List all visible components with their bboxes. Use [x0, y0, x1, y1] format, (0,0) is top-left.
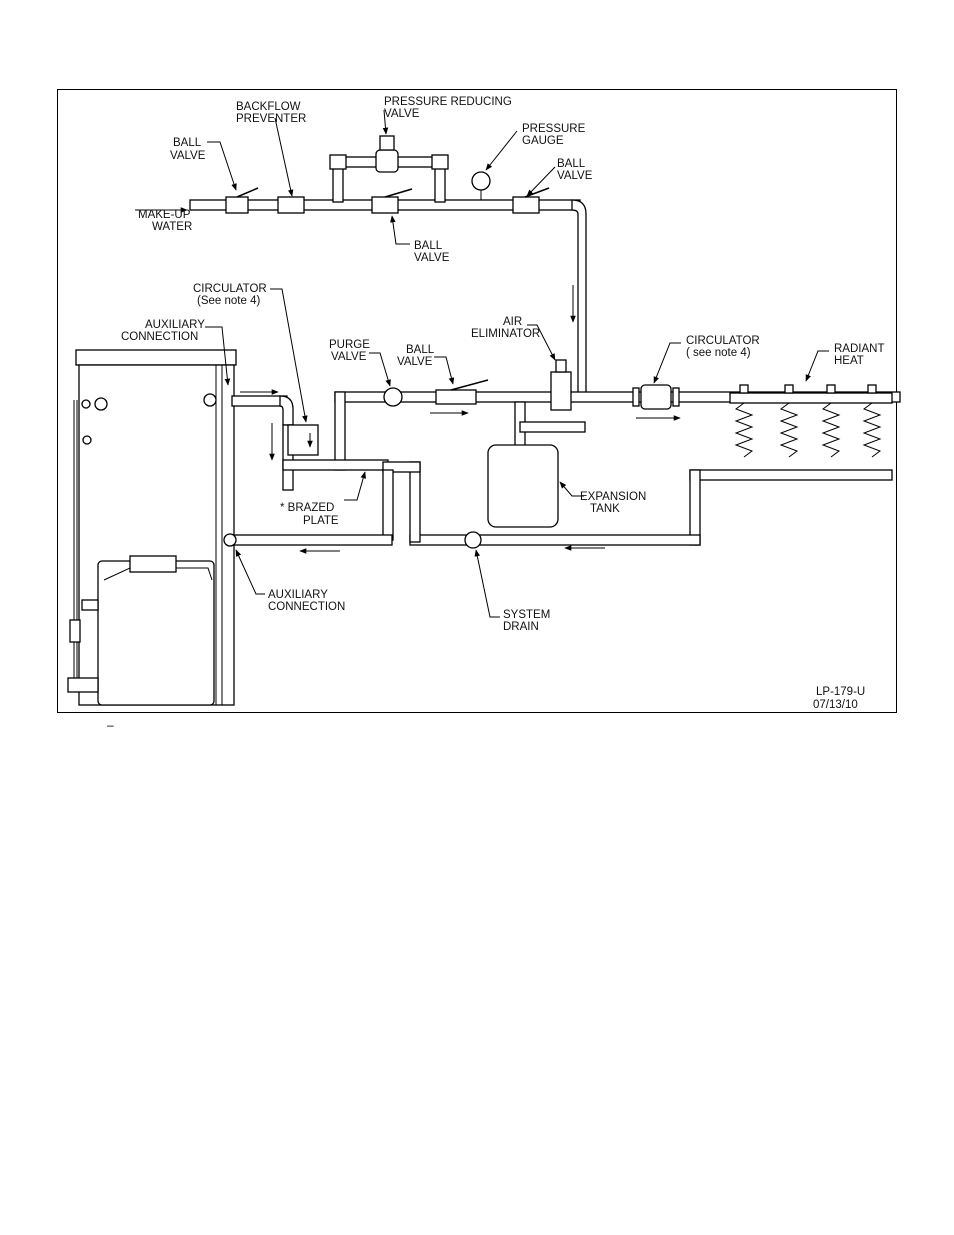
ball-valve-4-body	[435, 389, 477, 405]
label-circulator-2: CIRCULATOR( see note 4)	[686, 335, 760, 359]
supply-line	[231, 359, 901, 528]
pressure-reducing-valve-body	[375, 149, 399, 173]
pressure-gauge-dial	[471, 171, 491, 191]
expansion-tank-body	[487, 444, 559, 528]
backflow-preventer-body	[277, 196, 305, 214]
ball-valve-2-body	[512, 196, 540, 214]
circulator-1-body	[287, 424, 319, 456]
ball-valve-3-body	[371, 196, 399, 214]
air-eliminator-body	[550, 371, 572, 411]
circulator-2-body	[640, 384, 672, 410]
boiler	[67, 349, 237, 706]
label-circulator-1: CIRCULATOR(See note 4)	[193, 283, 267, 307]
leader-lines	[135, 109, 829, 618]
system-drain-body	[464, 531, 482, 549]
return-line	[203, 393, 701, 554]
make-up-water-line	[189, 135, 587, 396]
footer-mark: –	[107, 718, 114, 732]
ball-valve-1-body	[225, 196, 249, 214]
purge-valve-body	[383, 387, 403, 407]
